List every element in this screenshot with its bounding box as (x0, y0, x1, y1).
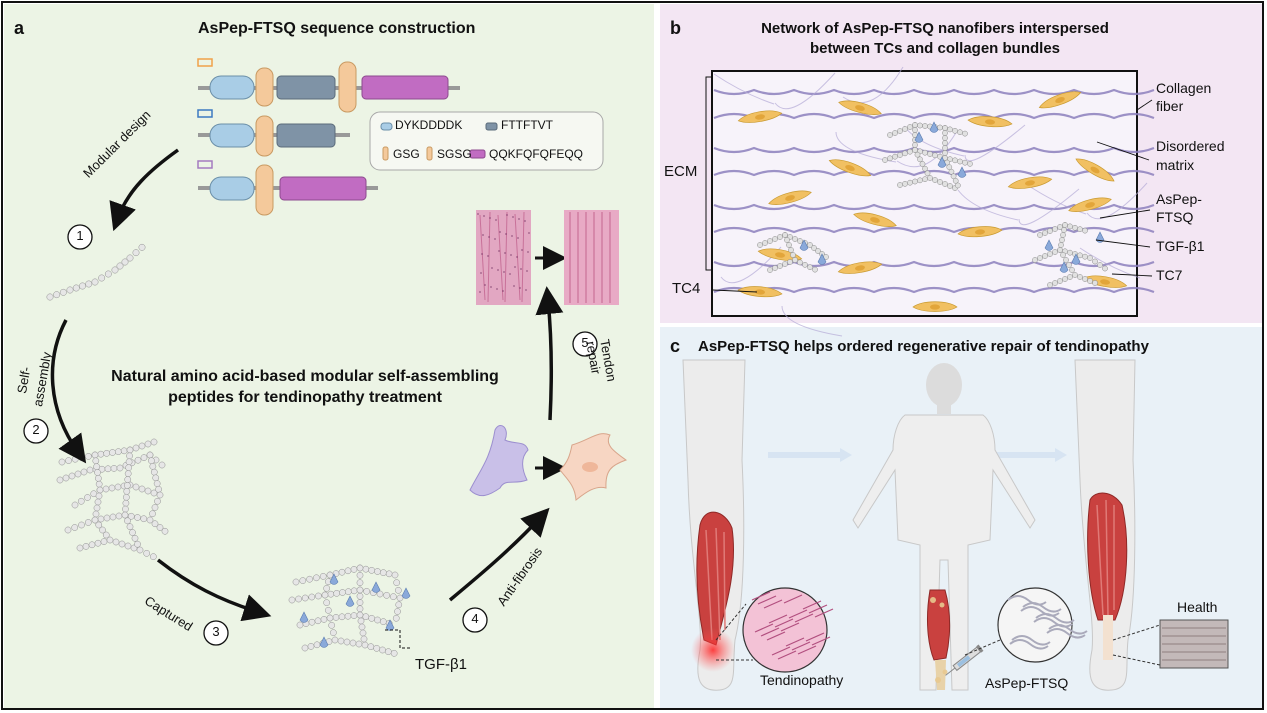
tgf-leader-line (385, 629, 410, 649)
tgf-beta-particles (299, 573, 411, 648)
leg-tendinopathy (682, 359, 834, 691)
step-2-number: 2 (32, 422, 40, 437)
legend-swatch-fttftvt (485, 122, 498, 131)
construct-2-tag (197, 109, 213, 118)
arrow-anti-fibrosis (448, 507, 550, 602)
arrow-self-assembly (50, 319, 87, 464)
arrow-tendon-repair (535, 286, 564, 421)
aspep-label-c: AsPep-FTSQ (985, 675, 1069, 691)
matrix-network (711, 66, 1155, 337)
legend-swatch-gsg (382, 146, 389, 161)
syringe-icon (945, 644, 984, 676)
disordered-label-line1: Disordered (1156, 138, 1225, 154)
tc4-label: TC4 (672, 280, 701, 297)
tendinopathy-label: Tendinopathy (760, 672, 844, 688)
construct-1-tag (197, 58, 213, 67)
aspep-label-line2: FTSQ (1156, 209, 1194, 225)
panel-c-letter: c (670, 336, 681, 356)
center-title-line1: Natural amino acid-based modular self-as… (111, 368, 499, 385)
aspep-label-line1: AsPep- (1156, 191, 1202, 207)
construct-3-tag (197, 160, 213, 169)
cells-panel-a (469, 425, 628, 501)
construct-legend (369, 111, 604, 171)
step-4-number: 4 (471, 611, 479, 626)
tgf-label-a: TGF-β1 (415, 656, 467, 673)
ecm-label: ECM (664, 163, 698, 180)
label-leaders (712, 99, 1153, 293)
panel-c-title: AsPep-FTSQ helps ordered regenerative re… (698, 338, 1149, 355)
arrow-modular-design (109, 148, 180, 232)
step-5-circle (572, 331, 598, 357)
human-body (852, 363, 1088, 691)
legend-label-gsg: GSG (393, 147, 420, 161)
panel-a-letter: a (14, 18, 25, 38)
collagen-label-line2: fiber (1156, 98, 1184, 114)
panel-b-letter: b (670, 18, 681, 38)
panel-b-title-line1: Network of AsPep-FTSQ nanofibers intersp… (761, 20, 1109, 37)
peptide-constructs (197, 58, 460, 216)
step-4-circle (462, 607, 488, 633)
health-label: Health (1177, 599, 1218, 615)
tc7-label: TC7 (1156, 267, 1183, 283)
ecm-bracket (705, 76, 712, 271)
peptide-nanofibers (46, 243, 404, 657)
step-3-circle (203, 620, 229, 646)
panel-b-title-line2: between TCs and collagen bundles (809, 40, 1061, 57)
tgf-label-b: TGF-β1 (1156, 238, 1205, 254)
step-circles (23, 224, 598, 646)
legend-label-dykddddk: DYKDDDDK (395, 118, 463, 132)
legend-label-sgsg: SGSG (437, 147, 472, 161)
legend-swatch-qqkf (469, 149, 486, 159)
legend-swatch-dykddddk (380, 122, 393, 131)
arrow-captured (156, 558, 272, 622)
legend-label-qqkf: QQKFQFQFEQQ (489, 147, 584, 161)
panel-a-title: AsPep-FTSQ sequence construction (198, 20, 476, 37)
step-5-number: 5 (581, 335, 589, 350)
step-1-number: 1 (76, 228, 84, 243)
step-2-circle (23, 418, 49, 444)
fibroblast-cell (469, 425, 529, 497)
collagen-label-line1: Collagen (1156, 80, 1212, 96)
center-title-line2: peptides for tendinopathy treatment (168, 389, 442, 406)
legend-label-fttftvt: FTTFTVT (501, 118, 553, 132)
disordered-label-line2: matrix (1156, 157, 1195, 173)
step-3-number: 3 (212, 624, 220, 639)
legend-swatch-sgsg (426, 146, 433, 161)
leg-healthy (1074, 359, 1229, 691)
tendon-histology (476, 210, 619, 305)
step-1-circle (67, 224, 93, 250)
cycle-arrows (50, 148, 567, 622)
